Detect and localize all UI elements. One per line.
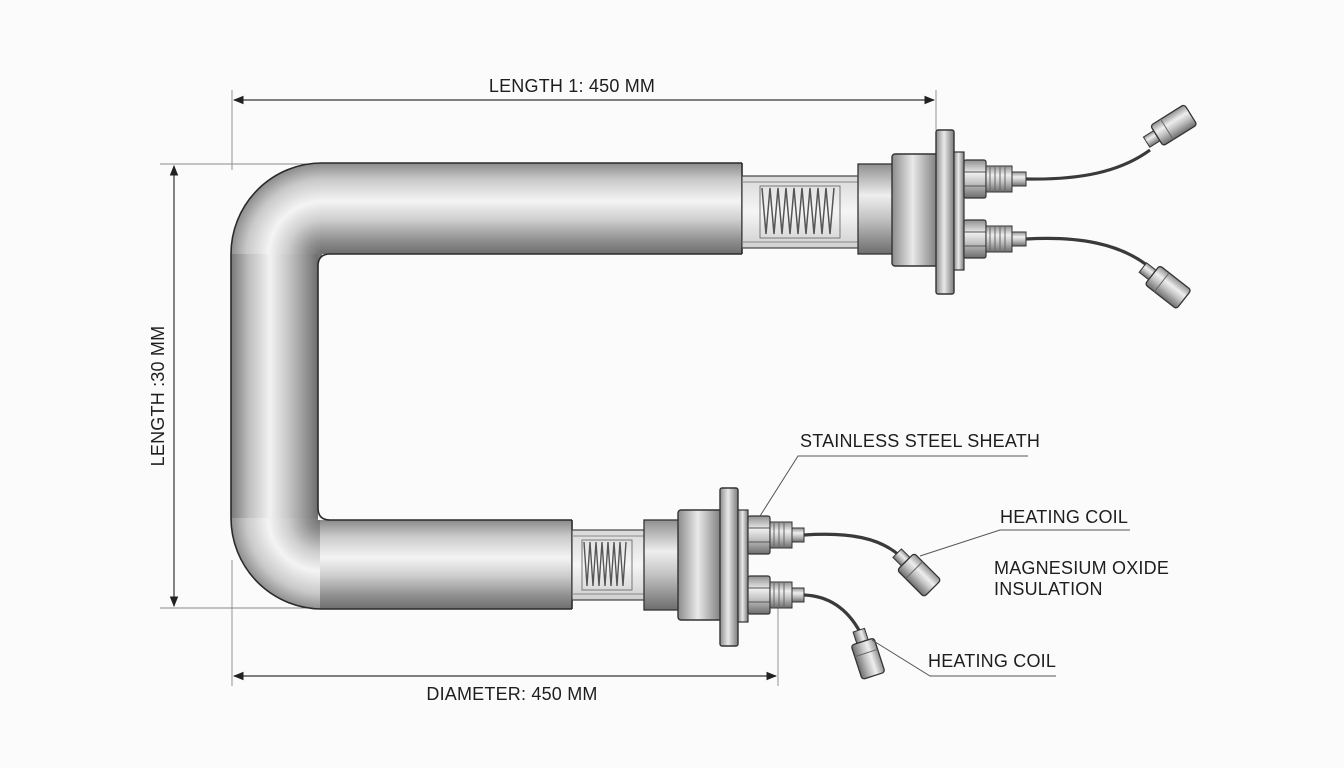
lower-connector-1 <box>897 553 941 597</box>
u-shaped-tube <box>230 162 743 610</box>
upper-connector-1 <box>1150 104 1197 146</box>
upper-heating-coil <box>761 187 835 235</box>
insulation-label-line1: MAGNESIUM OXIDE <box>994 558 1169 578</box>
lower-heating-coil <box>583 541 627 587</box>
top-length-label: LENGTH 1: 450 MM <box>489 76 655 96</box>
heating-coil-upper-label: HEATING COIL <box>1000 507 1128 527</box>
sheath-callout-label: STAINLESS STEEL SHEATH <box>800 431 1040 451</box>
upper-wire-1 <box>1025 148 1151 181</box>
insulation-label-line2: INSULATION <box>994 579 1103 599</box>
dimension-lines <box>160 90 937 686</box>
lower-terminal-assembly <box>571 487 941 680</box>
heating-coil-upper-leader <box>919 529 1130 557</box>
side-length-label: LENGTH :30 MM <box>148 326 168 467</box>
callout-leaders <box>759 455 1130 677</box>
lower-wire-2 <box>803 593 862 633</box>
upper-flange <box>935 129 955 295</box>
heating-coil-lower-label: HEATING COIL <box>928 651 1056 671</box>
lower-wire-1 <box>803 532 902 558</box>
upper-wire-2 <box>1025 236 1149 268</box>
heating-coil-lower-leader <box>871 639 1056 677</box>
lower-connector-2 <box>851 638 885 680</box>
sheath-leader <box>759 455 1028 517</box>
bottom-diameter-label: DIAMETER: 450 MM <box>426 684 597 704</box>
lower-flange <box>719 487 739 647</box>
upper-terminal-assembly <box>741 104 1197 309</box>
upper-connector-2 <box>1145 266 1191 309</box>
